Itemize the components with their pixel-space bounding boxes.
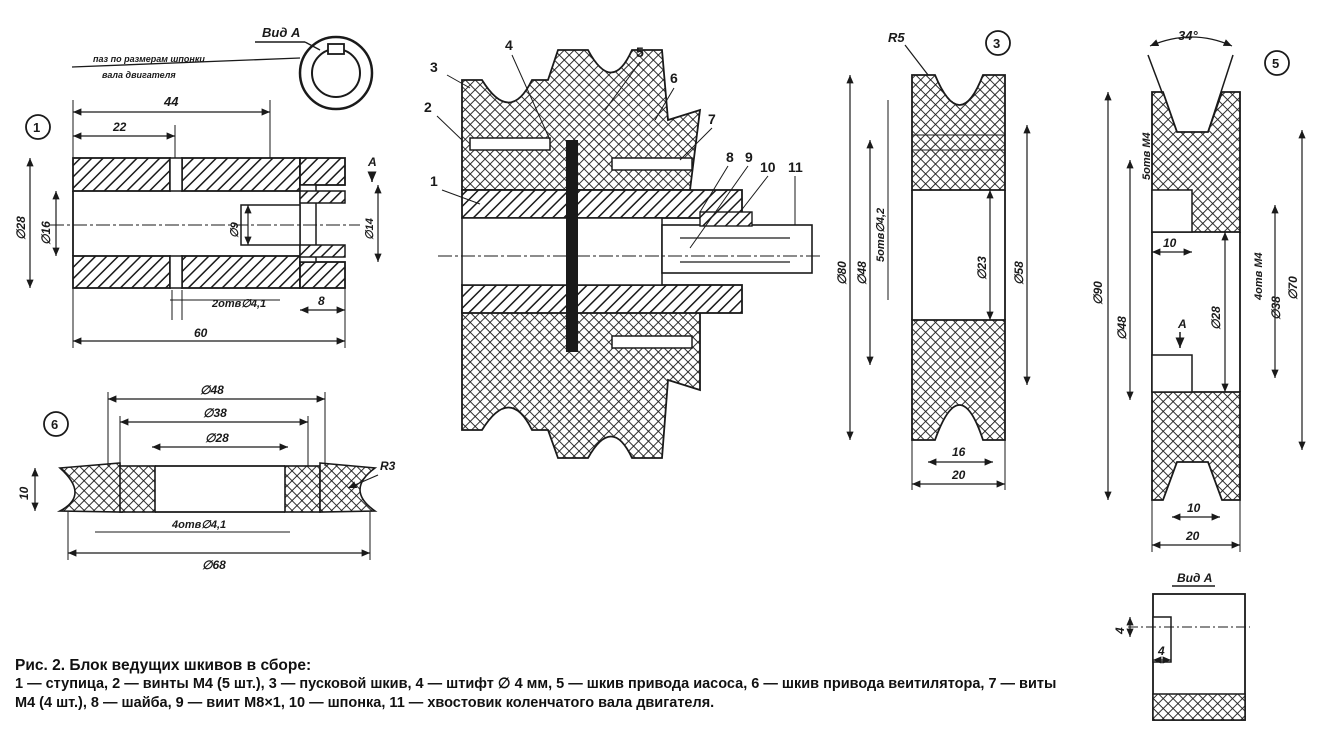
part1-arrow-a: А xyxy=(367,155,377,169)
assembly-label-5: 5 xyxy=(636,44,644,60)
part3-dim-d80: ∅80 xyxy=(835,261,849,285)
part6-dim-holes: 4отв∅4,1 xyxy=(171,519,226,531)
assembly-label-3: 3 xyxy=(430,59,438,75)
view-a-bottom-dim-4v: 4 xyxy=(1113,627,1127,635)
assembly-label-8: 8 xyxy=(726,149,734,165)
part1-dim-8: 8 xyxy=(318,294,325,308)
part1-dim-d16: ∅16 xyxy=(39,221,53,245)
figure-caption: Рис. 2. Блок ведущих шкивов в сборе: 1 —… xyxy=(15,656,1075,713)
part3-dim-holes: 5отв∅4,2 xyxy=(875,208,887,262)
part5-dim-d70: ∅70 xyxy=(1286,276,1300,300)
caption-text: 1 — ступица, 2 — винты М4 (5 шт.), 3 — п… xyxy=(15,676,1057,711)
part1-dim-d28: ∅28 xyxy=(14,216,28,240)
part1-dim-holes: 2отв∅4,1 xyxy=(211,298,266,310)
part5-dim-20: 20 xyxy=(1185,529,1200,543)
part5-dim-d38: ∅38 xyxy=(1269,296,1283,320)
part6-dim-d38: ∅38 xyxy=(203,406,227,420)
part1-dim-44: 44 xyxy=(163,94,179,109)
part3-circle-label: 3 xyxy=(993,36,1000,51)
part1-circle-label: 1 xyxy=(33,120,40,135)
part3-dim-d48: ∅48 xyxy=(855,261,869,285)
part1-hub-drawing: 1 44 22 60 8 ∅28 ∅16 ∅ xyxy=(14,94,382,348)
part6-pulley-drawing: 6 ∅48 ∅38 ∅28 10 R3 4отв∅4,1 ∅68 xyxy=(17,383,396,572)
part6-circle-label: 6 xyxy=(51,417,58,432)
assembly-label-11: 11 xyxy=(788,159,803,175)
part5-pulley-drawing: 5 34° ∅90 ∅48 5отв М4 10 ∅28 4отв М4 ∅38… xyxy=(1091,28,1306,552)
view-a-top-title: Вид А xyxy=(262,25,300,40)
part5-dim-34deg: 34° xyxy=(1178,28,1198,43)
part6-dim-d28: ∅28 xyxy=(205,431,229,445)
part5-circle-label: 5 xyxy=(1272,56,1279,71)
assembly-label-1: 1 xyxy=(430,173,438,189)
part3-dim-d58: ∅58 xyxy=(1012,261,1026,285)
part1-dim-60: 60 xyxy=(194,326,208,340)
assembly-label-6: 6 xyxy=(670,70,678,86)
part5-arrow-a: А xyxy=(1177,317,1187,331)
assembly-drawing: 3 2 1 4 5 6 7 8 9 10 11 xyxy=(424,37,820,459)
caption-title: Рис. 2. Блок ведущих шкивов в сборе: xyxy=(15,657,312,674)
part3-dim-r5: R5 xyxy=(888,30,905,45)
part1-dim-d14: ∅14 xyxy=(364,218,376,240)
part5-dim-d90: ∅90 xyxy=(1091,281,1105,305)
view-a-top: Вид А паз по размерам шпонки вала двигат… xyxy=(71,25,374,111)
part6-dim-10: 10 xyxy=(17,486,31,500)
part3-dim-d23: ∅23 xyxy=(975,256,989,280)
part6-dim-d68: ∅68 xyxy=(202,558,226,572)
view-a-bottom: Вид А 4 4 xyxy=(1113,571,1250,721)
part5-dim-d28: ∅28 xyxy=(1209,306,1223,330)
view-a-bottom-dim-4h: 4 xyxy=(1157,644,1165,658)
part3-dim-16: 16 xyxy=(952,445,966,459)
assembly-label-7: 7 xyxy=(708,111,716,127)
part6-dim-d48: ∅48 xyxy=(200,383,224,397)
part1-dim-22: 22 xyxy=(112,120,127,134)
assembly-label-4: 4 xyxy=(505,37,513,53)
view-a-top-note1: паз по размерам шпонки xyxy=(93,54,205,64)
view-a-top-note2: вала двигателя xyxy=(102,70,176,80)
part5-dim-10-top: 10 xyxy=(1163,236,1177,250)
part3-dim-20: 20 xyxy=(951,468,966,482)
part5-dim-holes4: 4отв М4 xyxy=(1253,252,1265,301)
part1-dim-d9: ∅9 xyxy=(229,221,241,238)
assembly-label-9: 9 xyxy=(745,149,753,165)
assembly-label-2: 2 xyxy=(424,99,432,115)
part5-dim-d48: ∅48 xyxy=(1115,316,1129,340)
part5-dim-10-bottom: 10 xyxy=(1187,501,1201,515)
part5-dim-holes5: 5отв М4 xyxy=(1141,132,1153,180)
assembly-label-10: 10 xyxy=(760,159,776,175)
part6-dim-r3: R3 xyxy=(380,459,396,473)
part3-pulley-drawing: 3 R5 ∅80 ∅48 5отв∅4,2 ∅23 ∅58 16 20 xyxy=(835,30,1031,490)
view-a-bottom-title: Вид А xyxy=(1177,571,1212,585)
